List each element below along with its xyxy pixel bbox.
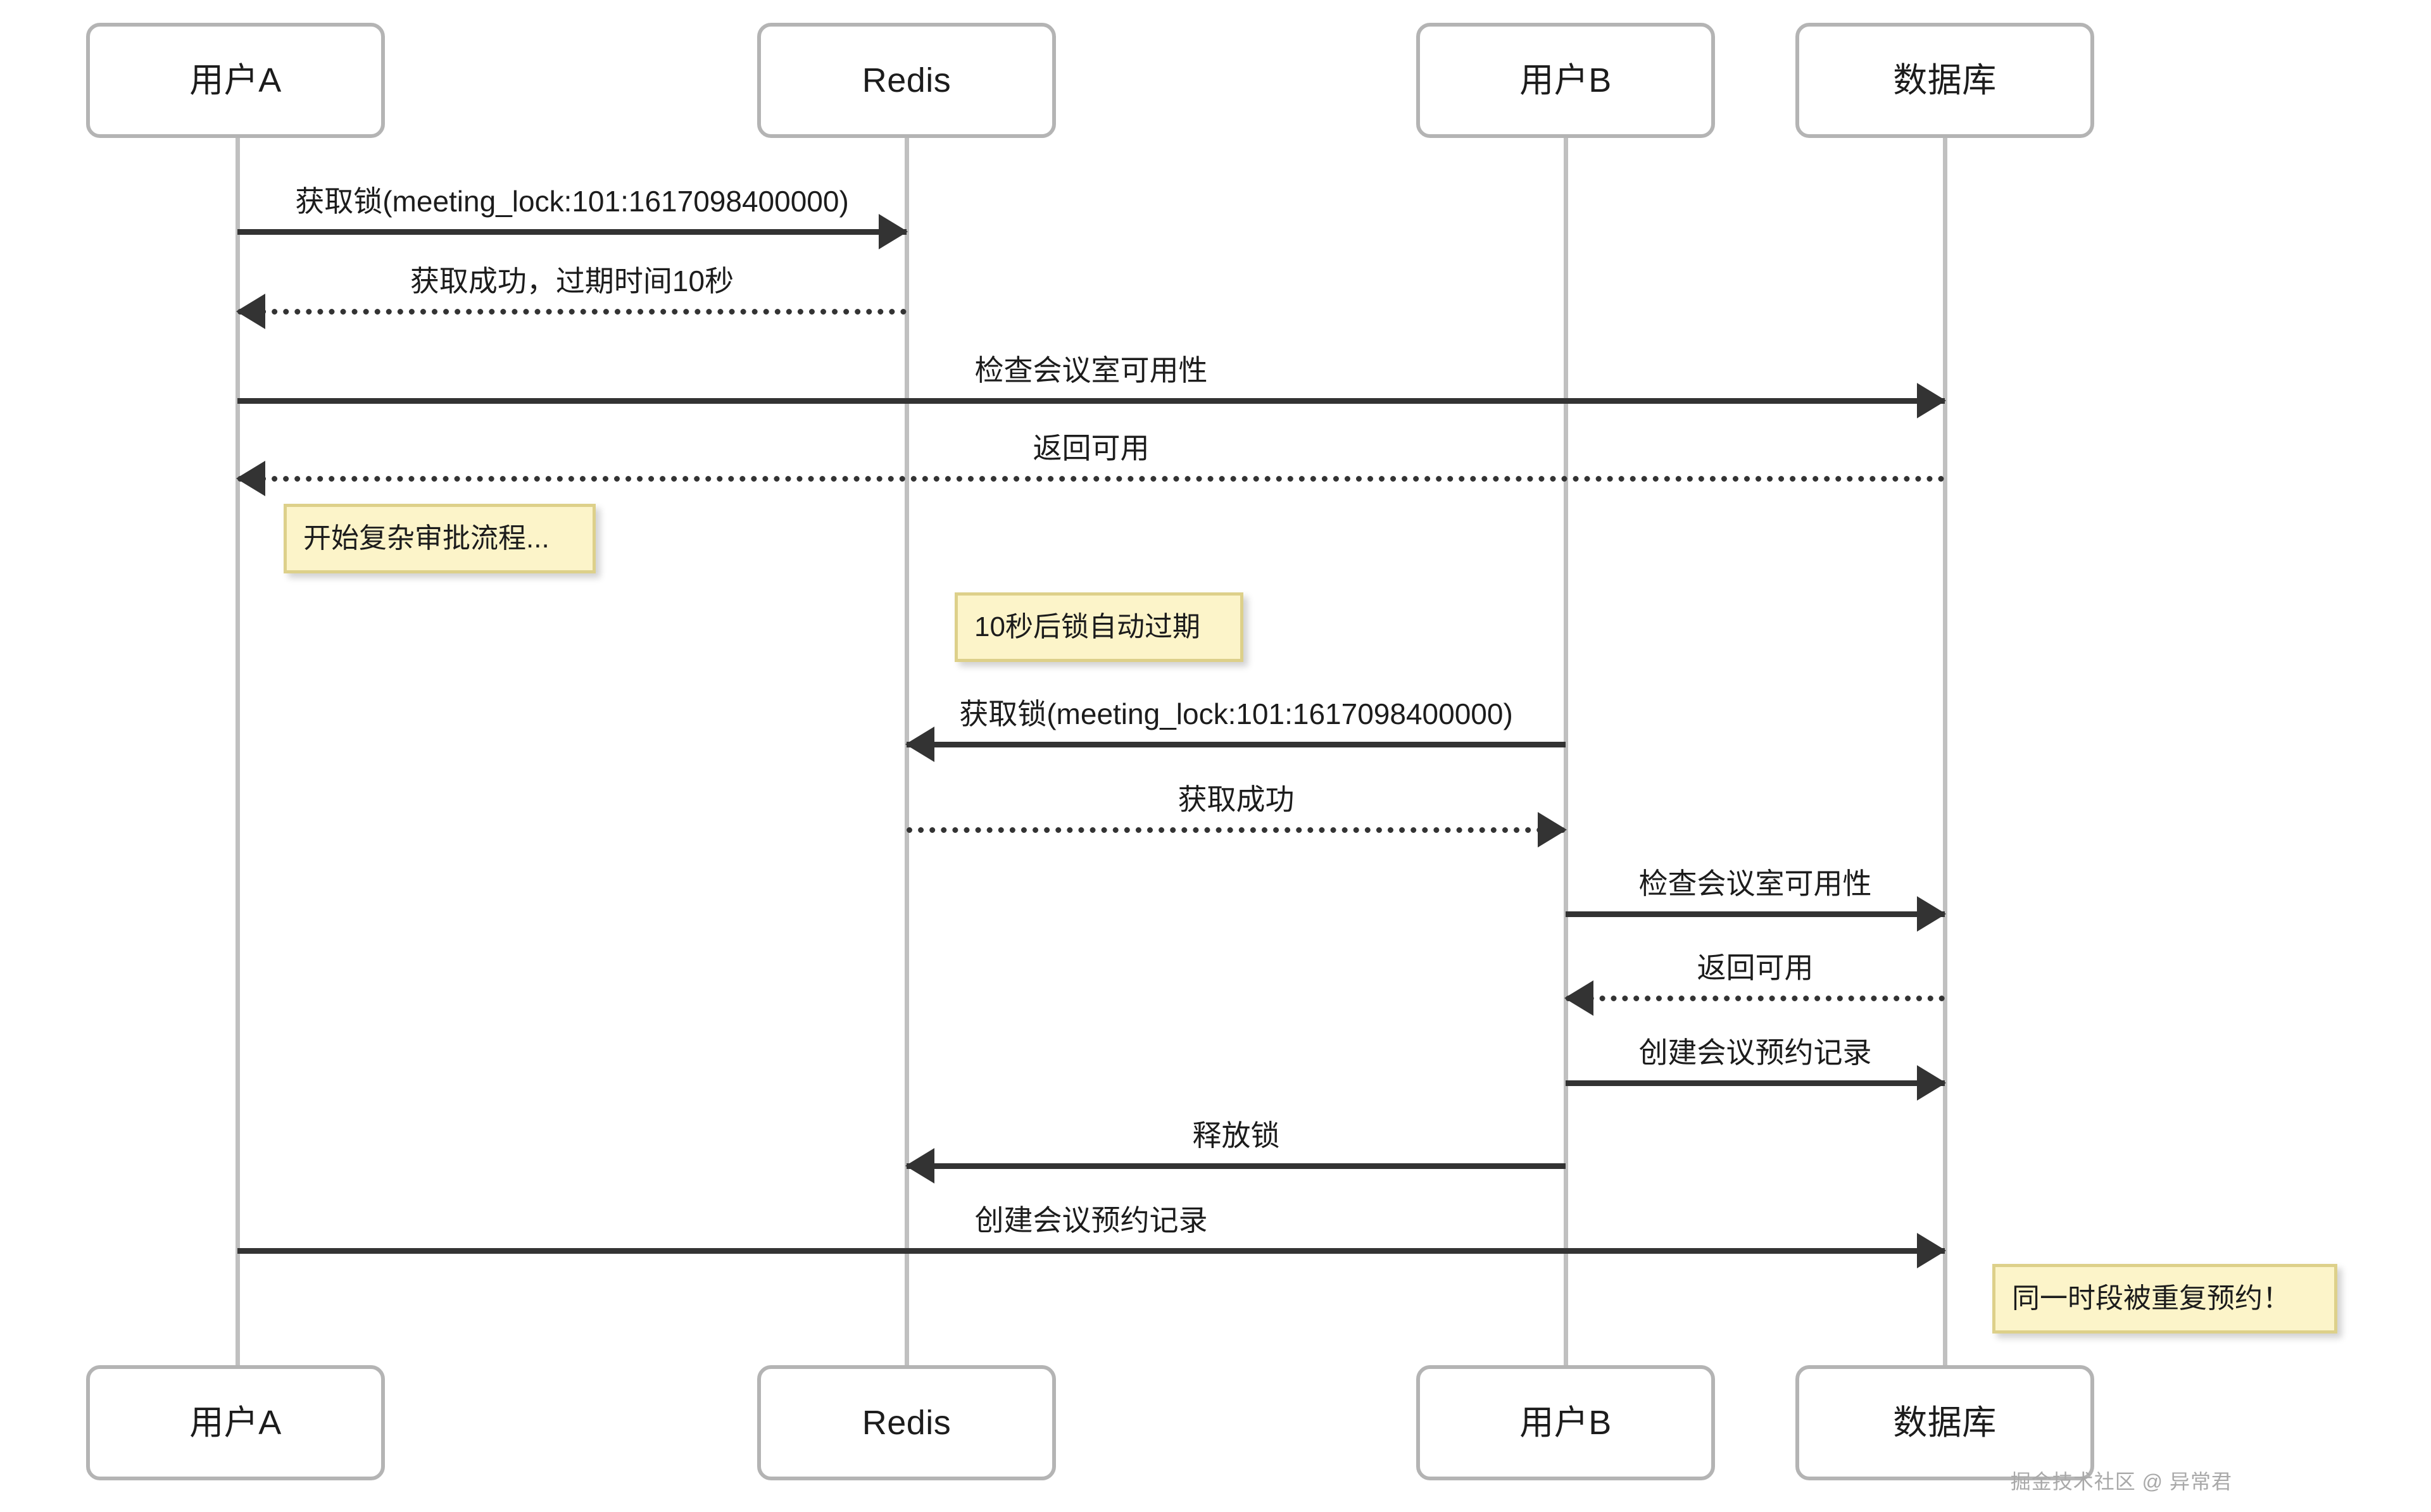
note-label-duplicate-booking: 同一时段被重复预约！ xyxy=(2012,1282,2290,1314)
note-lock-expires[interactable]: 10秒后锁自动过期 xyxy=(955,592,1243,662)
participant-box-userB-bottom[interactable]: 用户B xyxy=(1416,1365,1715,1480)
arrowhead-left-icon xyxy=(905,727,934,762)
message-line-lock-acquired-b xyxy=(907,827,1566,833)
participant-label-userA-bottom: 用户A xyxy=(189,1404,282,1442)
arrowhead-right-icon xyxy=(1917,383,1946,418)
message-line-release-lock xyxy=(907,1163,1566,1169)
message-label-release-lock: 释放锁 xyxy=(1192,1119,1280,1153)
lifeline-userA xyxy=(236,137,240,1365)
note-label-start-approval: 开始复杂审批流程... xyxy=(303,522,550,554)
participant-box-db-top[interactable]: 数据库 xyxy=(1795,23,2094,138)
participant-label-redis-top: Redis xyxy=(862,61,952,99)
arrowhead-left-icon xyxy=(905,1148,934,1184)
message-label-acquire-lock-b: 获取锁(meeting_lock:101:1617098400000) xyxy=(959,697,1513,731)
lifeline-db xyxy=(1943,137,1947,1365)
message-label-lock-acquired-a: 获取成功，过期时间10秒 xyxy=(410,265,734,298)
arrowhead-right-icon xyxy=(1538,812,1567,847)
lifeline-userB xyxy=(1564,137,1568,1365)
arrowhead-left-icon xyxy=(236,294,265,329)
message-label-create-booking-b: 创建会议预约记录 xyxy=(1638,1036,1872,1070)
message-line-acquire-lock-b xyxy=(907,742,1566,747)
message-line-room-available-a xyxy=(237,476,1945,482)
participant-box-userA-bottom[interactable]: 用户A xyxy=(86,1365,385,1480)
participant-box-userA-top[interactable]: 用户A xyxy=(86,23,385,138)
message-label-room-available-a: 返回可用 xyxy=(1033,432,1150,465)
message-line-create-booking-b xyxy=(1566,1080,1945,1086)
participant-label-redis-bottom: Redis xyxy=(862,1404,952,1442)
note-label-lock-expires: 10秒后锁自动过期 xyxy=(974,611,1200,642)
message-label-check-room-a: 检查会议室可用性 xyxy=(974,354,1208,387)
arrowhead-right-icon xyxy=(879,214,908,249)
participant-label-db-top: 数据库 xyxy=(1893,61,1997,99)
message-label-room-available-b: 返回可用 xyxy=(1697,951,1814,985)
message-label-create-booking-a: 创建会议预约记录 xyxy=(974,1204,1208,1237)
arrowhead-right-icon xyxy=(1917,896,1946,932)
arrowhead-left-icon xyxy=(236,461,265,496)
participant-label-userB-bottom: 用户B xyxy=(1519,1404,1612,1442)
participant-label-userA-top: 用户A xyxy=(189,61,282,99)
message-label-lock-acquired-b: 获取成功 xyxy=(1178,783,1295,816)
message-label-check-room-b: 检查会议室可用性 xyxy=(1638,867,1872,901)
watermark-label: 掘金技术社区 @ 异常君 xyxy=(2010,1470,2232,1493)
participant-box-db-bottom[interactable]: 数据库 xyxy=(1795,1365,2094,1480)
participant-label-db-bottom: 数据库 xyxy=(1893,1404,1997,1442)
message-line-create-booking-a xyxy=(237,1248,1945,1254)
watermark: 掘金技术社区 @ 异常君 xyxy=(2011,1466,2232,1495)
message-label-acquire-lock-a: 获取锁(meeting_lock:101:1617098400000) xyxy=(295,185,849,218)
arrowhead-left-icon xyxy=(1564,980,1593,1016)
message-line-room-available-b xyxy=(1566,996,1945,1001)
participant-box-redis-bottom[interactable]: Redis xyxy=(757,1365,1056,1480)
participant-box-userB-top[interactable]: 用户B xyxy=(1416,23,1715,138)
message-line-lock-acquired-a xyxy=(237,309,907,315)
note-start-approval[interactable]: 开始复杂审批流程... xyxy=(284,504,596,573)
message-line-acquire-lock-a xyxy=(237,229,907,235)
arrowhead-right-icon xyxy=(1917,1065,1946,1101)
note-duplicate-booking[interactable]: 同一时段被重复预约！ xyxy=(1992,1264,2337,1334)
message-line-check-room-a xyxy=(237,398,1945,404)
participant-box-redis-top[interactable]: Redis xyxy=(757,23,1056,138)
message-line-check-room-b xyxy=(1566,911,1945,917)
participant-label-userB-top: 用户B xyxy=(1519,61,1612,99)
arrowhead-right-icon xyxy=(1917,1233,1946,1268)
